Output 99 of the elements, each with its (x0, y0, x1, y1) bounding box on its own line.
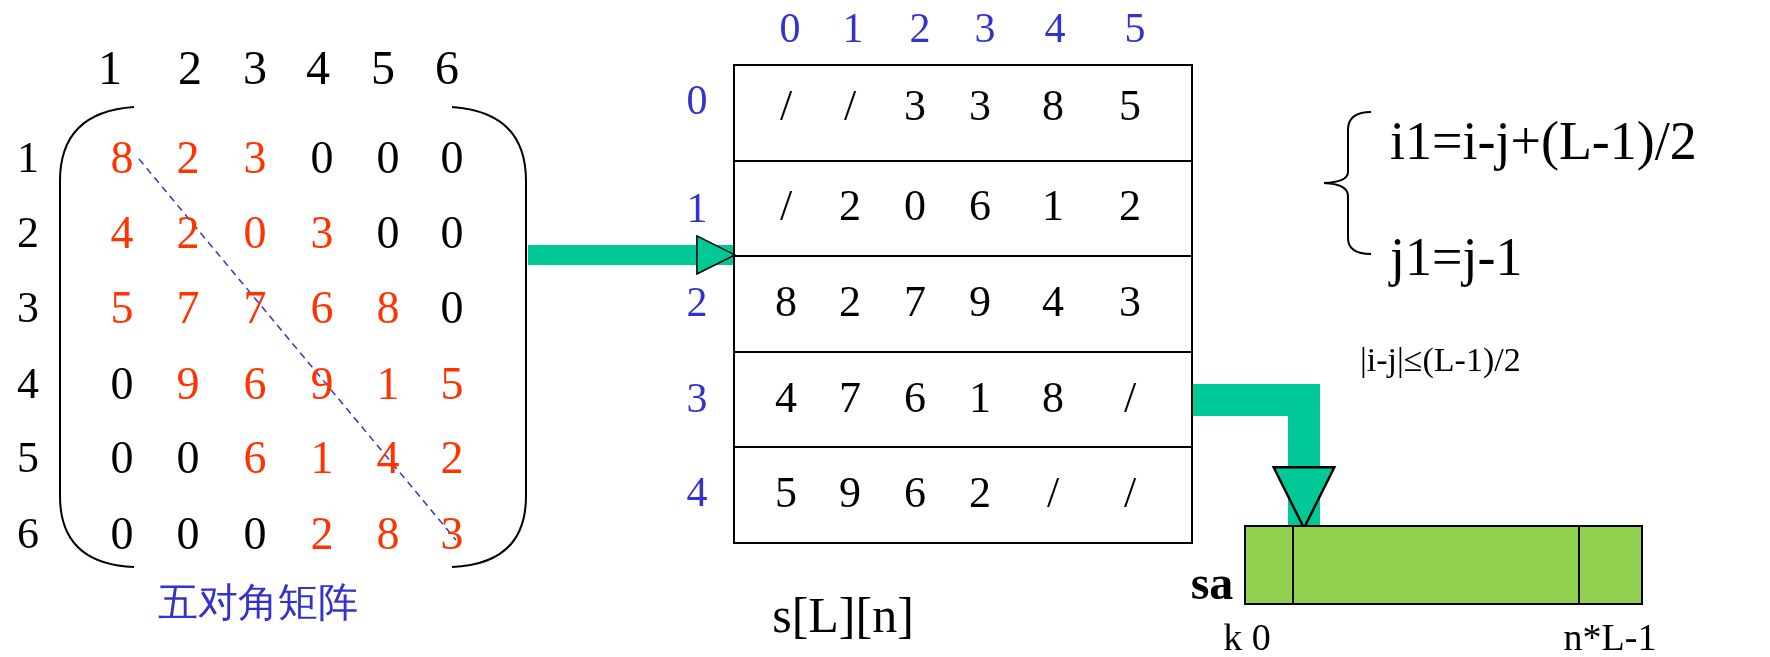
matrix-entry: 9 (176, 361, 200, 407)
row-index: 3 (686, 377, 708, 419)
row-index: 1 (17, 136, 39, 180)
array-entry: 1 (969, 376, 991, 420)
array-entry: 9 (839, 471, 861, 515)
column-index: 1 (98, 44, 122, 92)
array-entry: 8 (1042, 376, 1064, 420)
matrix-entry: 3 (310, 210, 334, 256)
matrix-entry: 3 (243, 135, 267, 181)
array-entry: 4 (1042, 280, 1064, 324)
matrix-caption: 五对角矩阵 (158, 583, 358, 623)
matrix-entry: 8 (376, 511, 400, 557)
array-entry: 3 (969, 84, 991, 128)
array-entry: 8 (1042, 84, 1064, 128)
array-name: sa (1190, 559, 1234, 607)
matrix-entry: 0 (376, 210, 400, 256)
matrix-entry: 0 (440, 210, 464, 256)
matrix-entry: 0 (440, 285, 464, 331)
array-entry: 7 (904, 280, 926, 324)
array-entry: 6 (969, 184, 991, 228)
array-entry: / (1123, 376, 1137, 420)
matrix-entry: 1 (310, 435, 334, 481)
matrix-entry: 8 (376, 285, 400, 331)
array-entry: / (779, 184, 793, 228)
row-index: 2 (686, 281, 708, 323)
array-name: s[L][n] (772, 590, 914, 640)
matrix-entry: 5 (440, 361, 464, 407)
row-index: 5 (17, 436, 39, 480)
array-entry: 6 (904, 471, 926, 515)
matrix-entry: 3 (440, 511, 464, 557)
array-entry: 5 (775, 471, 797, 515)
matrix-entry: 2 (310, 511, 334, 557)
matrix-entry: 0 (110, 361, 134, 407)
array-entry: 1 (1042, 184, 1064, 228)
index-label: k 0 (1223, 618, 1271, 656)
column-index: 3 (243, 44, 267, 92)
array-entry: 8 (775, 280, 797, 324)
row-index: 4 (17, 362, 39, 406)
array-entry: 0 (904, 184, 926, 228)
matrix-entry: 0 (110, 511, 134, 557)
array-entry: 2 (839, 280, 861, 324)
column-index: 4 (1044, 7, 1066, 49)
column-index: 6 (435, 44, 459, 92)
array-table (733, 64, 1193, 544)
array-entry: 3 (1119, 280, 1141, 324)
condition: |i-j|≤(L-1)/2 (1360, 343, 1521, 377)
matrix-entry: 7 (176, 285, 200, 331)
array-entry: 4 (775, 376, 797, 420)
array-entry: / (1123, 471, 1137, 515)
array-entry: 6 (904, 376, 926, 420)
array-entry: / (779, 84, 793, 128)
column-index: 2 (909, 7, 931, 49)
matrix-entry: 0 (243, 210, 267, 256)
matrix-entry: 2 (440, 435, 464, 481)
column-index: 5 (1124, 7, 1146, 49)
column-index: 1 (842, 7, 864, 49)
matrix-entry: 1 (376, 361, 400, 407)
row-index: 3 (17, 286, 39, 330)
row-index: 1 (686, 187, 708, 229)
array-entry: 2 (1119, 184, 1141, 228)
column-index: 0 (779, 7, 801, 49)
matrix-entry: 6 (243, 361, 267, 407)
matrix-entry: 4 (376, 435, 400, 481)
matrix-entry: 0 (110, 435, 134, 481)
column-index: 5 (371, 44, 395, 92)
index-label: n*L-1 (1563, 618, 1657, 656)
column-index: 3 (974, 7, 996, 49)
matrix-entry: 7 (243, 285, 267, 331)
array-entry: / (843, 84, 857, 128)
matrix-entry: 0 (176, 435, 200, 481)
row-index: 0 (686, 79, 708, 121)
array-entry: 2 (839, 184, 861, 228)
column-index: 4 (306, 44, 330, 92)
row-index: 6 (17, 512, 39, 556)
matrix-parentheses (58, 106, 528, 568)
storage-bar (1244, 525, 1643, 605)
array-entry: / (1046, 471, 1060, 515)
block-arrow (528, 235, 736, 275)
matrix-entry: 0 (310, 135, 334, 181)
array-entry: 7 (839, 376, 861, 420)
row-index: 2 (17, 211, 39, 255)
matrix-entry: 9 (310, 361, 334, 407)
matrix-entry: 0 (176, 511, 200, 557)
matrix-entry: 4 (110, 210, 134, 256)
array-entry: 2 (969, 471, 991, 515)
matrix-entry: 2 (176, 135, 200, 181)
matrix-entry: 8 (110, 135, 134, 181)
matrix-entry: 0 (440, 135, 464, 181)
matrix-entry: 2 (176, 210, 200, 256)
matrix-entry: 6 (243, 435, 267, 481)
matrix-entry: 6 (310, 285, 334, 331)
array-entry: 5 (1119, 84, 1141, 128)
matrix-entry: 5 (110, 285, 134, 331)
array-entry: 3 (904, 84, 926, 128)
matrix-entry: 0 (376, 135, 400, 181)
array-entry: 9 (969, 280, 991, 324)
row-index: 4 (686, 471, 708, 513)
column-index: 2 (178, 44, 202, 92)
matrix-entry: 0 (243, 511, 267, 557)
